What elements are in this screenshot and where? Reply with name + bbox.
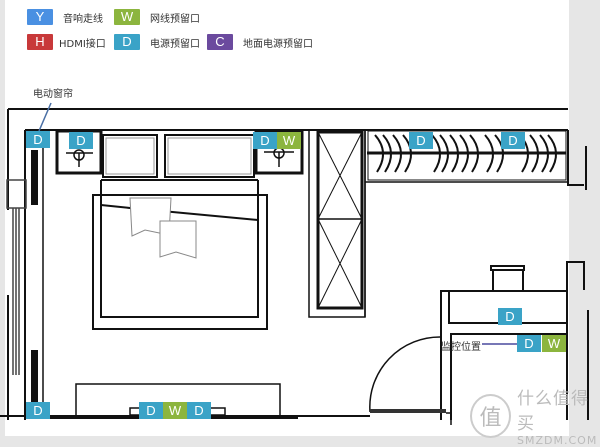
annotation-monitor: 监控位置 — [441, 342, 481, 353]
floorplan-page — [5, 0, 569, 436]
outlet-power-curtain-bottom: D — [26, 402, 50, 419]
outlet-power-wardrobe-2: D — [501, 132, 525, 149]
outlet-power-desk: D — [498, 308, 522, 325]
bed — [92, 179, 268, 330]
outlet-power-monitor: D — [517, 335, 541, 352]
legend-item-hdmi: H HDMI接口 — [27, 34, 106, 50]
outlet-power-tv-2: D — [187, 402, 211, 419]
outlet-network-monitor: W — [542, 335, 566, 352]
legend-item-floor-power: C 地面电源预留口 — [207, 34, 313, 50]
legend-item-network: W 网线预留口 — [114, 9, 200, 25]
outlet-power-tv-1: D — [139, 402, 163, 419]
legend-label: 地面电源预留口 — [243, 38, 313, 50]
outlet-power-wardrobe-1: D — [409, 132, 433, 149]
curtain-motor-top — [31, 150, 38, 205]
legend-swatch-w: W — [114, 9, 140, 25]
outlet-power-nightstand-left: D — [69, 132, 93, 149]
pillows — [102, 134, 255, 178]
legend-label: HDMI接口 — [59, 38, 106, 50]
outlet-network-tv: W — [163, 402, 187, 419]
hangers — [374, 134, 557, 173]
legend-swatch-d: D — [114, 34, 140, 50]
window — [6, 179, 27, 375]
watermark: 值 什么值得买 SMZDM.COM — [470, 384, 600, 447]
legend-swatch-c: C — [207, 34, 233, 50]
curtain-motor-bottom — [31, 350, 38, 405]
legend-label: 音响走线 — [63, 13, 103, 25]
outlet-network-nightstand-right: W — [277, 132, 301, 149]
legend-swatch-y: Y — [27, 9, 53, 25]
bed-cushions — [129, 197, 197, 259]
desk — [440, 265, 567, 420]
outlet-power-curtain-top: D — [26, 131, 50, 148]
annotation-curtain: 电动窗帘 — [33, 89, 73, 100]
legend-label: 网线预留口 — [150, 13, 200, 25]
legend-swatch-h: H — [27, 34, 53, 50]
wardrobe-column — [308, 129, 366, 318]
outlet-power-nightstand-right: D — [253, 132, 277, 149]
legend-item-audio: Y 音响走线 — [27, 9, 103, 25]
watermark-logo-icon: 值 — [470, 393, 512, 438]
watermark-cn: 什么值得买 — [517, 389, 590, 434]
door-swing — [369, 336, 442, 413]
floorplan-drawing — [0, 102, 589, 425]
legend-item-power: D 电源预留口 — [114, 34, 200, 50]
legend-label: 电源预留口 — [150, 38, 200, 50]
door-leaf — [370, 409, 446, 413]
